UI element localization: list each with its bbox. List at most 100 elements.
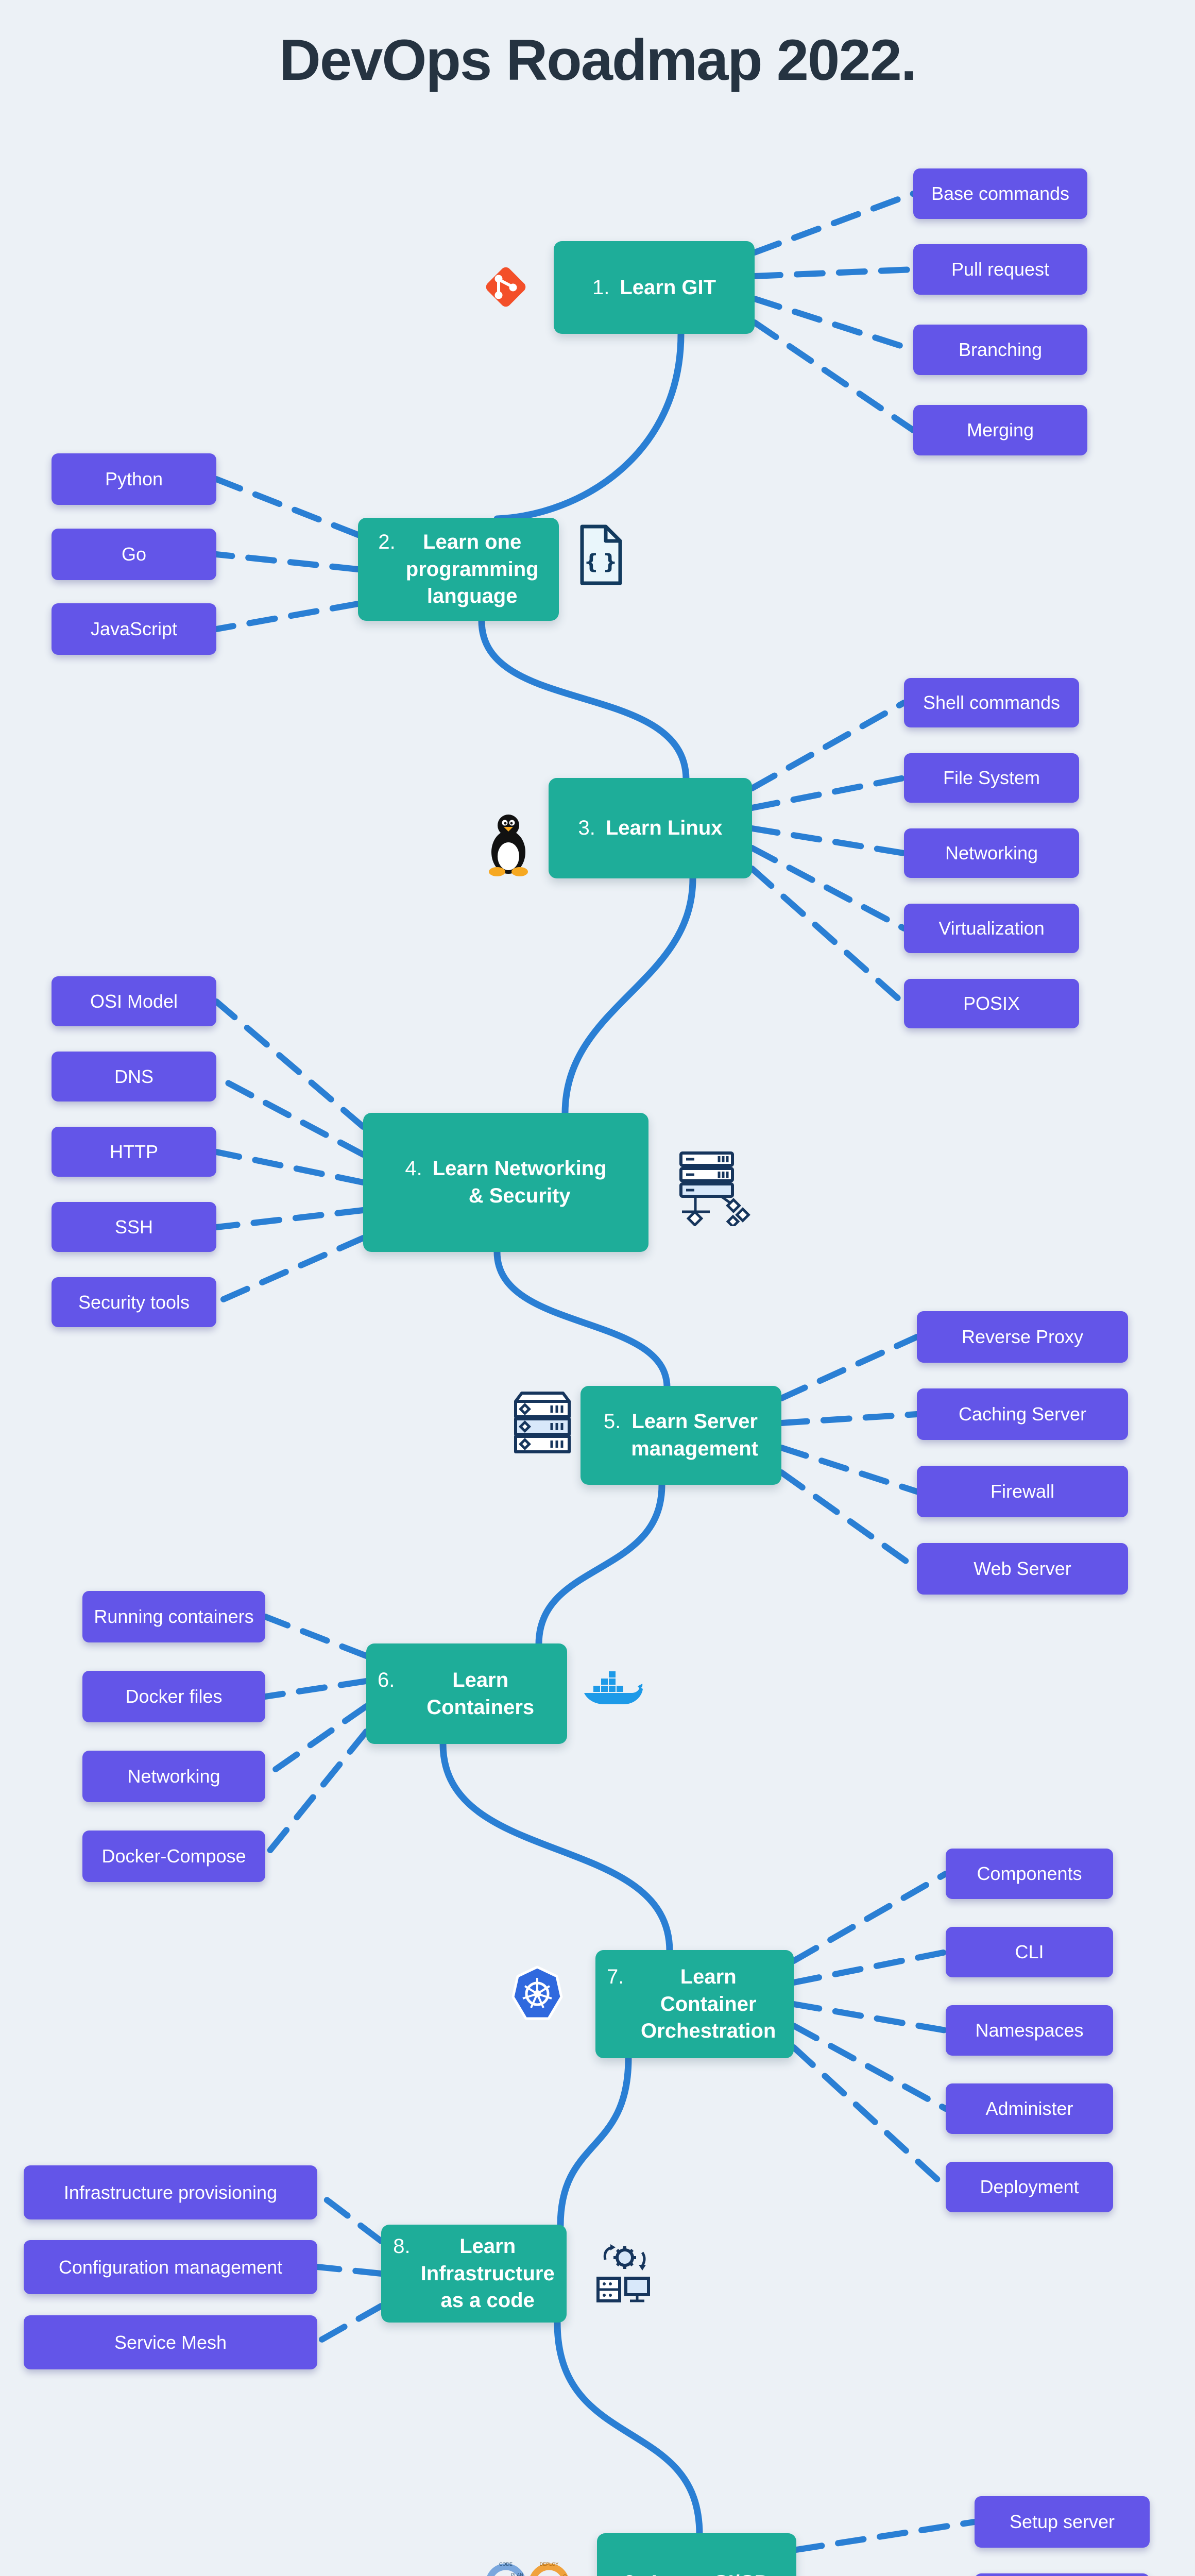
topic-label: Networking — [127, 1766, 220, 1787]
node-learn-infrastructure-as-code: 8. Learn Infrastructure as a code — [381, 2225, 567, 2323]
iac-icon — [596, 2244, 650, 2302]
topic-box: Integration — [975, 2573, 1150, 2576]
topic-box: HTTP — [52, 1127, 216, 1177]
topic-box: Shell commands — [904, 678, 1079, 727]
topic-label: Running containers — [94, 1606, 254, 1627]
topic-label: Virtualization — [938, 918, 1045, 939]
topic-label: Networking — [945, 842, 1038, 863]
topic-label: Web Server — [974, 1558, 1071, 1579]
topic-box: Namespaces — [946, 2005, 1113, 2056]
node-number: 5. — [603, 1410, 621, 1433]
topic-box: Base commands — [913, 168, 1087, 219]
topic-box: File System — [904, 753, 1079, 803]
topic-label: Reverse Proxy — [961, 1326, 1084, 1347]
topic-label: Base commands — [931, 183, 1070, 204]
node-learn-networking-security: 4. Learn Networking & Security — [363, 1113, 648, 1252]
page-title: DevOps Roadmap 2022. — [279, 28, 917, 92]
node-learn-linux: 3.Learn Linux — [549, 778, 752, 878]
svg-text:PLAN: PLAN — [511, 2572, 523, 2576]
topic-label: JavaScript — [90, 618, 178, 639]
topic-label: HTTP — [110, 1141, 158, 1162]
topic-label: Branching — [958, 339, 1043, 360]
topic-label: Caching Server — [958, 1403, 1087, 1425]
node-number: 4. — [405, 1157, 422, 1180]
topic-box: Running containers — [82, 1591, 265, 1642]
topic-label: Python — [105, 468, 163, 489]
topic-box: Security tools — [52, 1277, 216, 1327]
topic-box: POSIX — [904, 979, 1079, 1028]
node-label: Learn CI/CD — [652, 2569, 770, 2576]
svg-text:OPERATE: OPERATE — [562, 2573, 574, 2576]
node-label: Learn Infrastructure as a code — [420, 2234, 555, 2312]
topic-label: CLI — [1015, 1941, 1044, 1962]
network-security-icon — [679, 1151, 750, 1226]
node-label: Learn Linux — [605, 817, 723, 840]
topic-label: Pull request — [951, 259, 1050, 280]
topic-label: File System — [943, 767, 1040, 788]
topic-box: Python — [52, 453, 216, 505]
topic-label: Security tools — [78, 1291, 190, 1313]
code-file-icon: { } — [580, 524, 622, 585]
topic-label: POSIX — [963, 993, 1020, 1014]
topic-box: Merging — [913, 405, 1087, 455]
topic-box: Firewall — [917, 1466, 1128, 1517]
node-label: Learn Networking & Security — [432, 1157, 607, 1207]
node-learn-containers: 6. Learn Containers — [366, 1643, 567, 1744]
topic-box: JavaScript — [52, 603, 216, 655]
topic-label: Configuration management — [58, 2256, 283, 2278]
topic-box: Administer — [946, 2083, 1113, 2134]
server-rack-icon — [514, 1392, 571, 1453]
node-learn-programming-language: 2.Learn one programming language — [358, 518, 559, 621]
topic-box: Configuration management — [24, 2240, 317, 2294]
svg-text:CODE: CODE — [499, 2562, 513, 2567]
topic-box: Docker-Compose — [82, 1831, 265, 1882]
topic-box: DNS — [52, 1052, 216, 1101]
topic-label: Infrastructure provisioning — [63, 2181, 278, 2203]
topic-label: DNS — [114, 1065, 153, 1087]
topic-label: SSH — [114, 1216, 153, 1238]
topic-box: Components — [946, 1849, 1113, 1899]
topic-box: Web Server — [917, 1543, 1128, 1595]
svg-text:{ }: { } — [584, 550, 618, 574]
node-label: Learn Containers — [426, 1668, 535, 1719]
topic-box: CLI — [946, 1927, 1113, 1977]
node-learn-git: 1. Learn GIT — [554, 241, 755, 334]
node-label: Learn Server management — [631, 1410, 759, 1460]
topic-box: SSH — [52, 1202, 216, 1252]
topic-box: Caching Server — [917, 1388, 1128, 1440]
topic-label: OSI Model — [90, 990, 178, 1012]
topic-label: Firewall — [990, 1481, 1054, 1502]
topic-box: Reverse Proxy — [917, 1311, 1128, 1363]
node-label: Learn GIT — [620, 276, 716, 299]
topic-box: Networking — [904, 828, 1079, 878]
topic-box: Service Mesh — [24, 2315, 317, 2369]
topic-label: Components — [977, 1863, 1082, 1884]
topic-box: Setup server — [975, 2496, 1150, 2548]
linux-tux-icon — [489, 815, 528, 876]
node-number: 8. — [393, 2234, 411, 2258]
node-number: 1. — [592, 276, 610, 299]
topic-box: Docker files — [82, 1671, 265, 1722]
topic-box: Deployment — [946, 2162, 1113, 2212]
topic-box: Go — [52, 529, 216, 580]
git-icon — [486, 267, 526, 307]
topic-label: Docker files — [125, 1686, 223, 1707]
topic-label: Go — [121, 544, 147, 565]
svg-text:DEPLOY: DEPLOY — [540, 2562, 559, 2567]
topic-label: Merging — [966, 419, 1034, 440]
topic-box: Pull request — [913, 244, 1087, 295]
topic-box: Infrastructure provisioning — [24, 2165, 317, 2219]
topic-label: Setup server — [1009, 2511, 1115, 2532]
topic-box: OSI Model — [52, 976, 216, 1026]
topic-label: Administer — [985, 2098, 1073, 2119]
node-learn-container-orchestration: 7.Learn Container Orchestration — [595, 1950, 794, 2058]
topic-box: Branching — [913, 325, 1087, 375]
node-label: Learn Container Orchestration — [641, 1965, 776, 2043]
node-number: 9. — [624, 2569, 641, 2576]
topic-label: Namespaces — [975, 2020, 1084, 2041]
docker-icon — [584, 1671, 643, 1704]
node-number: 6. — [378, 1668, 395, 1691]
topic-box: Virtualization — [904, 904, 1079, 953]
